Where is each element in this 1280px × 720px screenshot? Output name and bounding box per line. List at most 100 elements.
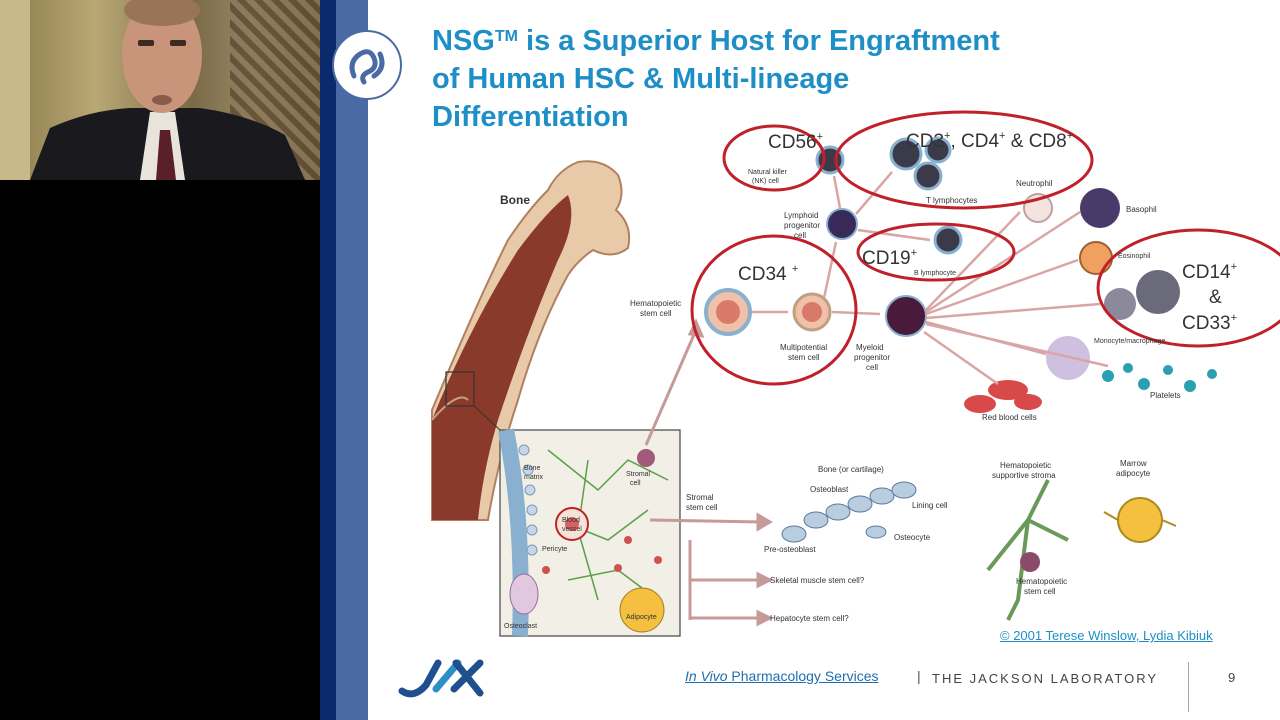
cd33-sup: + (1231, 312, 1237, 324)
slide-title: NSGTM is a Superior Host for Engraftment… (432, 18, 1152, 136)
label-skeletal: Skeletal muscle stem cell? (770, 576, 865, 585)
label-blood-vessel-2: vessel (562, 526, 582, 533)
label-monocyte: Monocyte/macrophage (1094, 338, 1165, 345)
ellipse-cd34 (690, 234, 858, 386)
title-line2: of Human HSC & Multi-lineage (432, 63, 850, 95)
webcam-background-frame (0, 0, 30, 180)
label-osteocyte: Osteocyte (894, 533, 931, 542)
title-line3: Differentiation (432, 101, 629, 133)
slide-corner-logo (332, 30, 402, 100)
label-multi-1: Multipotential (780, 343, 827, 352)
marrow-adipocyte-cell (1103, 497, 1177, 543)
webcam-video-feed (0, 0, 320, 180)
cd4-text: , CD4 (950, 131, 999, 152)
ellipse-cd14-cd33 (1096, 228, 1280, 348)
title-nsg: NSG (432, 25, 495, 57)
cd34-sup: + (792, 263, 798, 275)
footer-services-link[interactable]: In Vivo Pharmacology Services (685, 668, 879, 684)
label-lymphoid-1: Lymphoid (784, 211, 818, 220)
footer-services-text: Pharmacology Services (727, 668, 879, 684)
highlight-ellipses (690, 110, 1280, 386)
cd19-text: CD19 (862, 248, 911, 269)
label-myeloid-1: Myeloid (856, 343, 884, 352)
image-credit-link[interactable]: © 2001 Terese Winslow, Lydia Kibiuk (1000, 628, 1213, 643)
label-hepatocyte: Hepatocyte stem cell? (770, 614, 849, 623)
label-lymphoid-3: cell (794, 231, 806, 240)
cd56-text: CD56 (768, 132, 817, 153)
label-cd14: CD14+ (1182, 261, 1237, 283)
marrow-inset (498, 428, 681, 637)
label-myeloid-3: cell (866, 363, 878, 372)
label-stromal-cell-1: Stromal (626, 471, 651, 478)
label-cd19: CD19+ (862, 247, 917, 269)
label-multi-2: stem cell (788, 353, 820, 362)
presenter-silhouette (30, 0, 305, 180)
label-basophil: Basophil (1126, 205, 1157, 214)
label-osteoblast: Osteoblast (810, 485, 849, 494)
ellipse-cd19 (856, 222, 1016, 282)
footer-organization: THE JACKSON LABORATORY (932, 671, 1159, 686)
cd34-text: CD34 (738, 264, 792, 285)
osteoblast-lineage (781, 481, 917, 543)
label-bone-cartilage: Bone (or cartilage) (818, 465, 884, 474)
title-line1-rest: is a Superior Host for Engraftment (517, 25, 1000, 57)
label-hema-support-2: supportive stroma (992, 471, 1056, 480)
hematopoiesis-diagram: Bone Bone (431, 110, 1280, 637)
footer-separator: | (917, 668, 921, 684)
label-cd33: CD33+ (1182, 312, 1237, 334)
slide-accent-bar-light (336, 0, 368, 720)
label-blood-vessel-1: Blood (562, 517, 580, 524)
label-marrow-1: Marrow (1120, 459, 1147, 468)
ellipse-cd56 (722, 124, 826, 192)
footer-services-italic: In Vivo (685, 668, 728, 684)
label-bone: Bone (500, 193, 530, 207)
label-amp: & (1209, 287, 1222, 308)
cd3-sup: + (944, 130, 950, 142)
label-stromal-cell-2: cell (630, 480, 641, 487)
label-eosinophil: Eosinophil (1118, 253, 1151, 260)
cd14-text: CD14 (1182, 262, 1231, 283)
label-hsc-1: Hematopoietic (630, 299, 681, 308)
label-platelets: Platelets (1150, 391, 1181, 400)
ellipse-cd3 (834, 110, 1094, 210)
label-hsc-2: stem cell (640, 309, 672, 318)
label-stromal-stem-2: stem cell (686, 503, 718, 512)
cd3-text: CD3 (906, 131, 944, 152)
swirl-logo-icon (349, 49, 385, 85)
label-adipocyte: Adipocyte (626, 614, 657, 621)
label-pericyte: Pericyte (542, 546, 567, 553)
label-t-lymph: T lymphocytes (926, 196, 977, 205)
inset-arrows (644, 318, 774, 627)
bone-illustration (431, 160, 631, 521)
cd14-sup: + (1231, 261, 1237, 273)
label-bone-matrix-1: Bone (524, 465, 540, 472)
slide-page-number: 9 (1228, 670, 1236, 685)
label-b-lymph: B lymphocyte (914, 270, 956, 277)
cd8-sup: + (1067, 130, 1073, 142)
title-trademark: TM (494, 28, 518, 45)
cd19-sup: + (911, 247, 917, 259)
label-lymphoid-2: progenitor (784, 221, 820, 230)
label-pre-osteoblast: Pre-osteoblast (764, 545, 816, 554)
label-nk-1: Natural killer (748, 169, 788, 176)
label-neutrophil: Neutrophil (1016, 179, 1053, 188)
jax-logo-icon (398, 659, 484, 698)
label-cd34: CD34 + (738, 263, 798, 285)
label-hema-stem-2: stem cell (1024, 587, 1056, 596)
stem-cells (704, 136, 1217, 413)
slide-accent-bar-dark (320, 0, 336, 720)
label-stromal-stem-1: Stromal (686, 493, 714, 502)
label-lining-cell: Lining cell (912, 501, 948, 510)
label-bone-matrix-2: matrix (524, 474, 544, 481)
label-rbc: Red blood cells (982, 413, 1037, 422)
stroma-cell (986, 479, 1069, 621)
label-osteoclast: Osteoclast (504, 623, 537, 630)
cd8-text: & CD8 (1005, 131, 1066, 152)
label-myeloid-2: progenitor (854, 353, 890, 362)
cd4-sup: + (999, 130, 1005, 142)
label-cd3-cd4-cd8: CD3+, CD4+ & CD8+ (906, 130, 1073, 152)
presentation-slide: NSGTM is a Superior Host for Engraftment… (320, 0, 1280, 720)
cd56-sup: + (817, 131, 823, 143)
label-marrow-2: adipocyte (1116, 469, 1151, 478)
